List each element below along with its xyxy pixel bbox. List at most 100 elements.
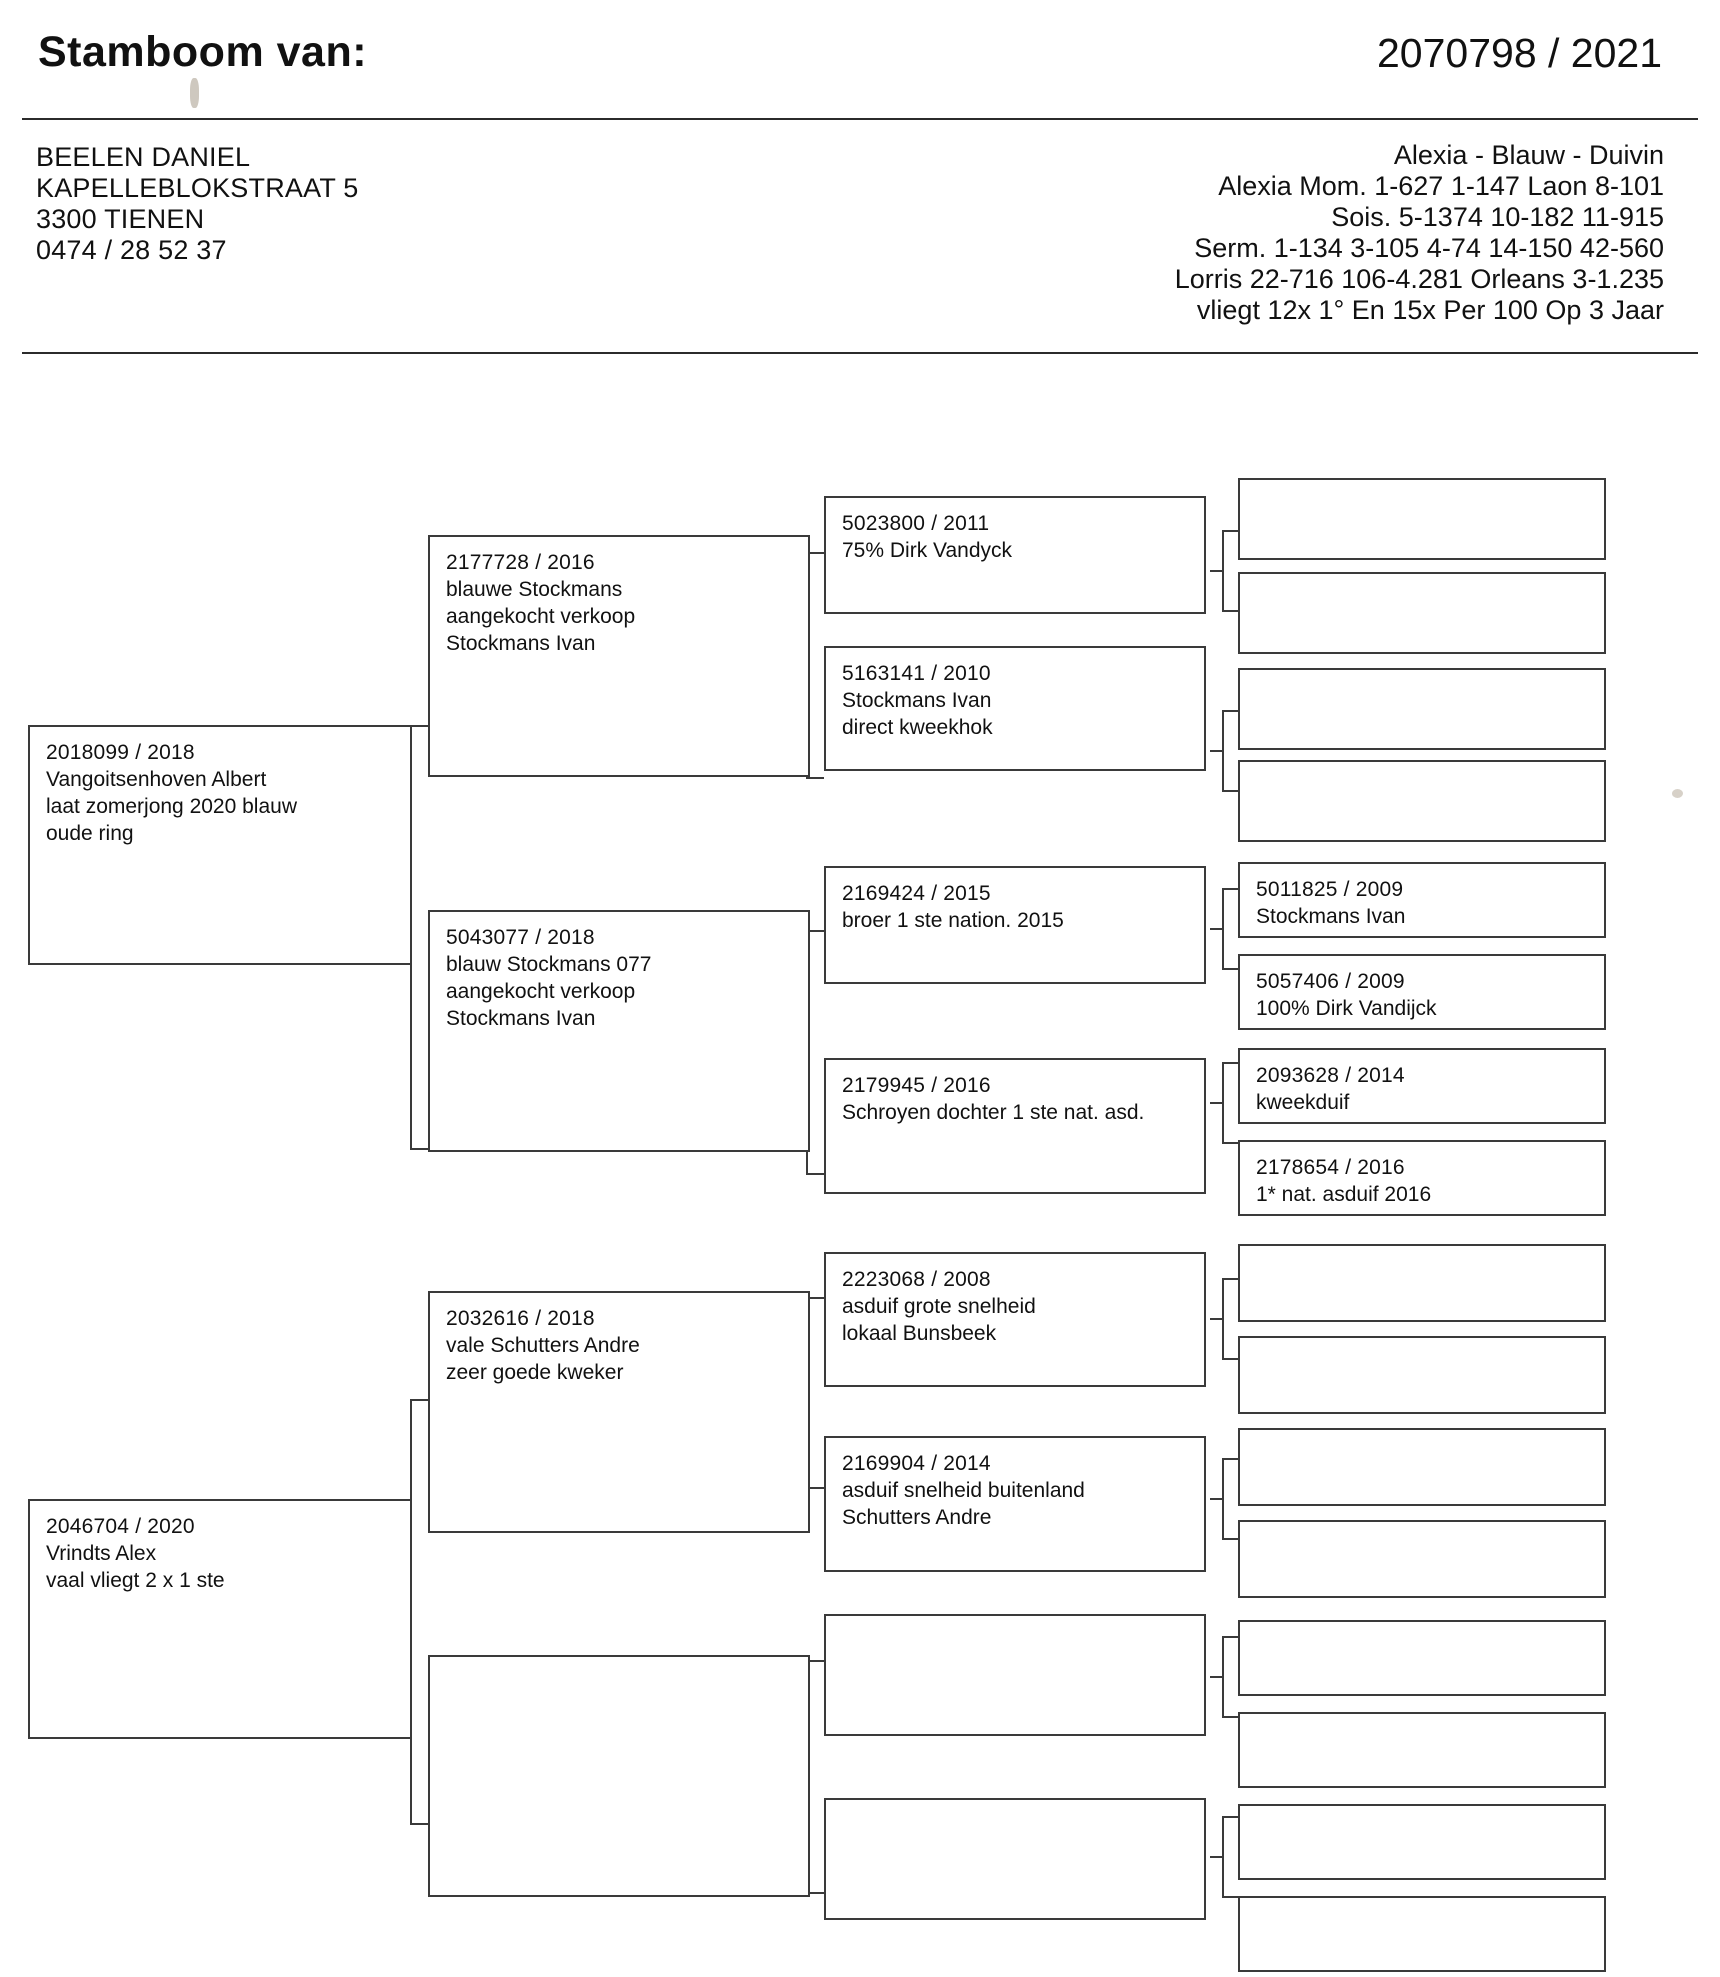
node-ring: 2032616 / 2018 — [446, 1307, 595, 1330]
pedigree-node-gen2-4[interactable] — [428, 1655, 810, 1897]
pedigree-node-gen2-2[interactable]: 5043077 / 2018 blauw Stockmans 077 aange… — [428, 910, 810, 1152]
pedigree-node-gen3-1[interactable]: 5023800 / 2011 75% Dirk Vandyck — [824, 496, 1206, 614]
pedigree-node-gen4-7[interactable]: 2093628 / 2014 kweekduif — [1238, 1048, 1606, 1124]
connector — [1222, 1538, 1238, 1540]
connector — [1210, 570, 1224, 572]
pedigree-node-gen4-16[interactable] — [1238, 1896, 1606, 1972]
node-ring: 2179945 / 2016 — [842, 1074, 991, 1097]
pedigree-node-gen4-2[interactable] — [1238, 572, 1606, 654]
pedigree-node-gen2-3[interactable]: 2032616 / 2018 vale Schutters Andre zeer… — [428, 1291, 810, 1533]
connector — [1210, 1856, 1224, 1858]
connector — [1222, 1062, 1238, 1064]
connector — [806, 1487, 824, 1489]
subject-ring-number: 2070798 / 2021 — [1377, 30, 1662, 76]
pedigree-node-gen4-5[interactable]: 5011825 / 2009 Stockmans Ivan — [1238, 862, 1606, 938]
connector — [1222, 610, 1238, 612]
node-ring: 2177728 / 2016 — [446, 551, 595, 574]
node-detail: vale Schutters Andre — [446, 1334, 640, 1357]
node-detail: aangekocht verkoop — [446, 980, 636, 1003]
node-detail: kweekduif — [1256, 1091, 1350, 1114]
node-detail: 75% Dirk Vandyck — [842, 539, 1013, 562]
node-ring: 2018099 / 2018 — [46, 741, 195, 764]
node-detail: broer 1 ste nation. 2015 — [842, 909, 1064, 932]
owner-city: 3300 TIENEN — [36, 204, 205, 234]
connector — [410, 725, 428, 727]
pedigree-node-gen1-dam[interactable]: 2046704 / 2020 Vrindts Alex vaal vliegt … — [28, 1499, 412, 1739]
connector — [1222, 888, 1238, 890]
node-ring: 2169424 / 2015 — [842, 882, 991, 905]
connector — [1222, 1716, 1238, 1718]
node-detail: laat zomerjong 2020 blauw — [46, 795, 297, 818]
connector — [806, 1660, 824, 1662]
connector — [1222, 790, 1238, 792]
connector — [1222, 968, 1238, 970]
node-detail: vaal vliegt 2 x 1 ste — [46, 1569, 225, 1592]
connector — [1222, 1358, 1238, 1360]
node-ring: 2093628 / 2014 — [1256, 1064, 1405, 1087]
node-detail: aangekocht verkoop — [446, 605, 636, 628]
connector — [1210, 928, 1224, 930]
pedigree-node-gen3-2[interactable]: 5163141 / 2010 Stockmans Ivan direct kwe… — [824, 646, 1206, 771]
node-detail: Schutters Andre — [842, 1506, 992, 1529]
node-detail: Stockmans Ivan — [446, 1007, 596, 1030]
node-detail: oude ring — [46, 822, 134, 845]
connector — [410, 1823, 428, 1825]
pedigree-node-gen4-4[interactable] — [1238, 760, 1606, 842]
connector — [1222, 1278, 1238, 1280]
owner-phone: 0474 / 28 52 37 — [36, 235, 227, 265]
pedigree-node-gen4-10[interactable] — [1238, 1336, 1606, 1414]
node-detail: Stockmans Ivan — [1256, 905, 1406, 928]
pedigree-node-gen2-1[interactable]: 2177728 / 2016 blauwe Stockmans aangekoc… — [428, 535, 810, 777]
connector — [806, 930, 824, 932]
pedigree-node-gen4-15[interactable] — [1238, 1804, 1606, 1880]
pedigree-node-gen4-1[interactable] — [1238, 478, 1606, 560]
pedigree-node-gen4-9[interactable] — [1238, 1244, 1606, 1322]
pedigree-node-gen3-3[interactable]: 2169424 / 2015 broer 1 ste nation. 2015 — [824, 866, 1206, 984]
node-ring: 2046704 / 2020 — [46, 1515, 195, 1538]
palmares-line: Lorris 22-716 106-4.281 Orleans 3-1.235 — [1174, 264, 1664, 294]
pedigree-node-gen3-8[interactable] — [824, 1798, 1206, 1920]
node-detail: Vrindts Alex — [46, 1542, 157, 1565]
connector — [1210, 1498, 1224, 1500]
owner-name: BEELEN DANIEL — [36, 142, 251, 172]
pedigree-node-gen3-7[interactable] — [824, 1614, 1206, 1736]
pedigree-node-gen3-4[interactable]: 2179945 / 2016 Schroyen dochter 1 ste na… — [824, 1058, 1206, 1194]
connector — [806, 1892, 824, 1894]
pedigree-node-gen3-6[interactable]: 2169904 / 2014 asduif snelheid buitenlan… — [824, 1436, 1206, 1572]
pedigree-node-gen4-3[interactable] — [1238, 668, 1606, 750]
node-detail: Stockmans Ivan — [842, 689, 992, 712]
connector — [1210, 1676, 1224, 1678]
node-ring: 5057406 / 2009 — [1256, 970, 1405, 993]
node-ring: 5043077 / 2018 — [446, 926, 595, 949]
pedigree-node-gen4-13[interactable] — [1238, 1620, 1606, 1696]
node-ring: 2178654 / 2016 — [1256, 1156, 1405, 1179]
node-detail: lokaal Bunsbeek — [842, 1322, 997, 1345]
connector — [1222, 1816, 1238, 1818]
pedigree-node-gen4-6[interactable]: 5057406 / 2009 100% Dirk Vandijck — [1238, 954, 1606, 1030]
palmares-line: Alexia - Blauw - Duivin — [1393, 140, 1664, 170]
pedigree-node-gen4-8[interactable]: 2178654 / 2016 1* nat. asduif 2016 — [1238, 1140, 1606, 1216]
node-ring: 2169904 / 2014 — [842, 1452, 991, 1475]
connector — [1222, 530, 1238, 532]
connector — [806, 552, 824, 554]
pedigree-node-gen4-11[interactable] — [1238, 1428, 1606, 1506]
connector — [1222, 1636, 1238, 1638]
owner-street: KAPELLEBLOKSTRAAT 5 — [36, 173, 359, 203]
node-ring: 5011825 / 2009 — [1256, 878, 1404, 901]
header-divider-top — [22, 118, 1698, 120]
node-detail: direct kweekhok — [842, 716, 993, 739]
palmares-line: Serm. 1-134 3-105 4-74 14-150 42-560 — [1194, 233, 1664, 263]
node-detail: zeer goede kweker — [446, 1361, 624, 1384]
pedigree-node-gen3-5[interactable]: 2223068 / 2008 asduif grote snelheid lok… — [824, 1252, 1206, 1387]
node-detail: Stockmans Ivan — [446, 632, 596, 655]
node-detail: asduif grote snelheid — [842, 1295, 1036, 1318]
connector — [1210, 1318, 1224, 1320]
pedigree-node-gen4-12[interactable] — [1238, 1520, 1606, 1598]
palmares-line: vliegt 12x 1° En 15x Per 100 Op 3 Jaar — [1196, 295, 1664, 325]
pedigree-node-gen1-sire[interactable]: 2018099 / 2018 Vangoitsenhoven Albert la… — [28, 725, 412, 965]
node-detail: 100% Dirk Vandijck — [1256, 997, 1437, 1020]
node-detail: blauwe Stockmans — [446, 578, 623, 601]
pedigree-node-gen4-14[interactable] — [1238, 1712, 1606, 1788]
connector — [410, 1399, 428, 1401]
